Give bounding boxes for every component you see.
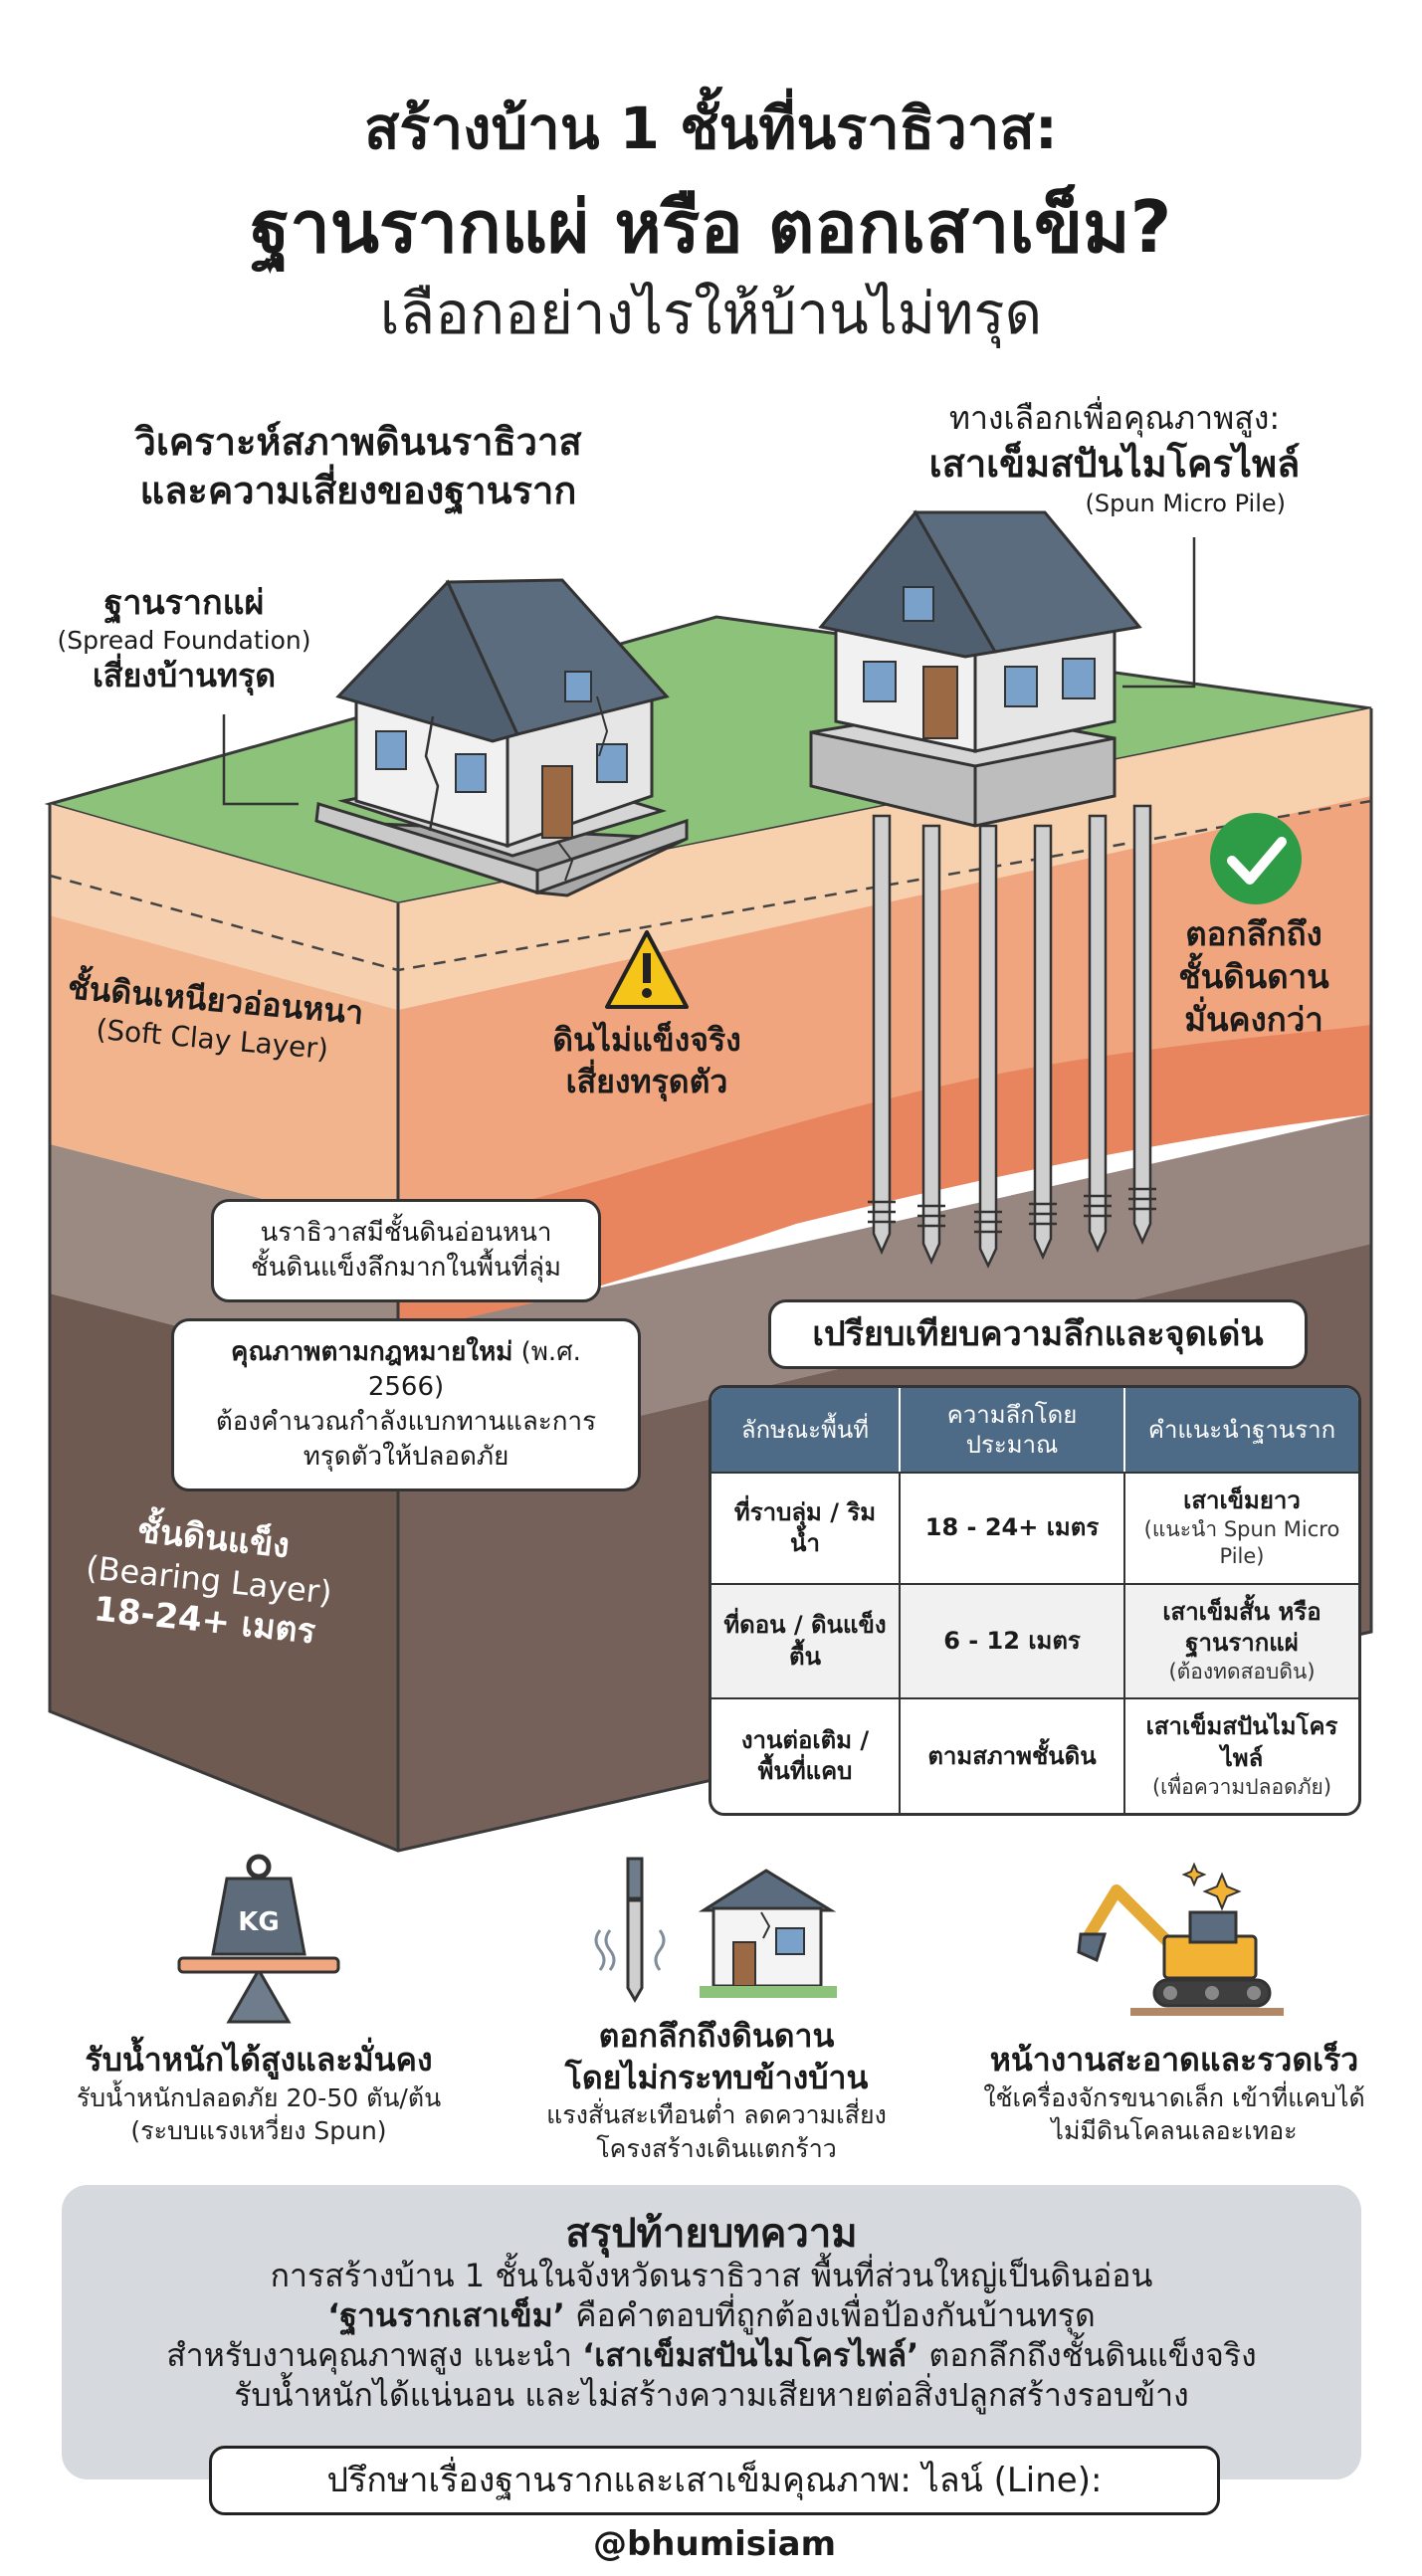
summary-line-3-pre: สำหรับงานคุณภาพสูง แนะนำ: [166, 2336, 583, 2374]
summary-line-3: สำหรับงานคุณภาพสูง แนะนำ ‘เสาเข็มสปันไมโ…: [62, 2336, 1361, 2374]
header-area: ลักษณะพื้นที่: [711, 1388, 901, 1472]
transition-front: [398, 1114, 1371, 1473]
deep-note-line-3: มั่นคงกว่า: [1184, 999, 1323, 1039]
summary-line-2: ‘ฐานรากเสาเข็ม’ คือคำตอบที่ถูกต้องเพื่อป…: [62, 2296, 1361, 2334]
feature-2-line-1: แรงสั่นสะเทือนต่ำ ลดความเสี่ยง: [546, 2100, 887, 2130]
feature-3-title: หน้างานสะอาดและรวดเร็ว: [989, 2041, 1359, 2079]
table-header-row: ลักษณะพื้นที่ ความลึกโดยประมาณ คำแนะนำฐา…: [711, 1388, 1358, 1472]
analysis-heading: วิเคราะห์สภาพดินนราธิวาส และความเสี่ยงขอ…: [80, 418, 637, 516]
feature-2-line-2: โครงสร้างเดินแตกร้าว: [596, 2133, 837, 2163]
cell-depth: ตามสภาพชั้นดิน: [901, 1697, 1125, 1814]
cell-area: ที่ดอน / ดินแข็งตื้น: [711, 1582, 901, 1698]
summary-line-2-rest: คือคำตอบที่ถูกต้องเพื่อป้องกันบ้านทรุด: [564, 2296, 1096, 2334]
option-label: ทางเลือกเพื่อคุณภาพสูง:: [948, 399, 1281, 437]
analysis-heading-line-2: และความเสี่ยงของฐานราก: [139, 469, 577, 513]
summary-pile-term: ‘เสาเข็มสปันไมโครไพล์’: [582, 2336, 919, 2374]
summary-title: สรุปท้ายบทความ: [565, 2211, 858, 2257]
warning-line-1: ดินไม่แข็งจริง: [552, 1021, 741, 1059]
soil-note-callout: นราธิวาสมีชั้นดินอ่อนหนา ชั้นดินแข็งลึกม…: [211, 1199, 601, 1303]
cell-recommendation: เสาเข็มสปันไมโครไพล์(เพื่อความปลอดภัย): [1125, 1697, 1358, 1813]
law-note-line-2: ต้องคำนวณกำลังแบกทานและการ: [215, 1407, 597, 1438]
cell-depth: 18 - 24+ เมตร: [901, 1472, 1125, 1583]
table-row: ที่ราบลุ่ม / ริมน้ำ 18 - 24+ เมตร เสาเข็…: [711, 1472, 1358, 1583]
deep-pile-note: ตอกลึกถึง ชั้นดินดาน มั่นคงกว่า: [1144, 913, 1363, 1042]
table-row: ที่ดอน / ดินแข็งตื้น 6 - 12 เมตร เสาเข็ม…: [711, 1582, 1358, 1698]
spread-foundation-risk: เสี่ยงบ้านทรุด: [92, 656, 277, 694]
title-line-1: สร้างบ้าน 1 ชั้นที่นราธิวาส:: [364, 95, 1058, 162]
rec-note: (ต้องทดสอบดิน): [1168, 1660, 1316, 1684]
cell-recommendation: เสาเข็มยาว (แนะนำ Spun Micro Pile): [1125, 1472, 1358, 1583]
house-spread-foundation: [314, 578, 689, 897]
cell-recommendation: เสาเข็มสั้น หรือฐานรากแผ่ (ต้องทดสอบดิน): [1125, 1582, 1358, 1698]
cell-area: ที่ราบลุ่ม / ริมน้ำ: [711, 1472, 901, 1583]
feature-2-title-2: โดยไม่กระทบข้างบ้าน: [564, 2058, 869, 2096]
law-note-year: (พ.ศ. 2566): [367, 1337, 581, 1403]
analysis-heading-line-1: วิเคราะห์สภาพดินนราธิวาส: [134, 420, 582, 464]
spread-foundation-en: (Spread Foundation): [57, 625, 311, 655]
deep-note-line-2: ชั้นดินดาน: [1178, 956, 1329, 996]
comparison-table-wrap: ลักษณะพื้นที่ ความลึกโดยประมาณ คำแนะนำฐา…: [709, 1385, 1361, 1817]
soil-note-line-2: ชั้นดินแข็งลึกมากในพื้นที่ลุ่ม: [250, 1253, 562, 1284]
summary-line-4: รับน้ำหนักได้แน่นอน และไม่สร้างความเสียห…: [234, 2376, 1189, 2414]
spread-foundation-label: ฐานรากแผ่ (Spread Foundation) เสี่ยงบ้าน…: [40, 582, 328, 695]
line-contact-button[interactable]: ปรึกษาเรื่องฐานรากและเสาเข็มคุณภาพ: ไลน์…: [209, 2446, 1220, 2564]
kg-label: KG: [238, 1907, 280, 1937]
pile-title: เสาเข็มสปันไมโครไพล์: [928, 441, 1301, 486]
rec-text: เสาเข็มสั้น หรือฐานรากแผ่: [1162, 1597, 1321, 1657]
line-handle[interactable]: @bhumisiam: [592, 2524, 837, 2564]
summary-panel: [62, 2185, 1361, 2479]
feature-1-line-2: (ระบบแรงเหวี่ยง Spun): [130, 2116, 387, 2146]
cell-depth: 6 - 12 เมตร: [901, 1582, 1125, 1698]
pile-option-label: ทางเลือกเพื่อคุณภาพสูง: เสาเข็มสปันไมโคร…: [876, 398, 1353, 519]
warning-line-2: เสี่ยงทรุดตัว: [565, 1062, 728, 1100]
house-on-piles: [809, 509, 1142, 828]
pile-driver-house-icon: [594, 1857, 837, 2003]
soft-clay-left-top: [50, 804, 398, 1010]
warning-label: ดินไม่แข็งจริง เสี่ยงทรุดตัว: [517, 1020, 776, 1102]
contact-label: ปรึกษาเรื่องฐานรากและเสาเข็มคุณภาพ: ไลน์…: [326, 2461, 1103, 2500]
header-recommendation: คำแนะนำฐานราก: [1125, 1388, 1358, 1472]
cell-area: งานต่อเติม / พื้นที่แคบ: [711, 1697, 901, 1814]
table-row: งานต่อเติม / พื้นที่แคบ ตามสภาพชั้นดิน เ…: [711, 1697, 1358, 1814]
header-depth: ความลึกโดยประมาณ: [901, 1388, 1125, 1472]
excavator-icon: [1077, 1862, 1284, 2016]
rec-text: เสาเข็มสปันไมโครไพล์: [1145, 1712, 1338, 1772]
scale-kg-icon: KG: [177, 1854, 340, 2024]
comparison-table: ลักษณะพื้นที่ ความลึกโดยประมาณ คำแนะนำฐา…: [711, 1388, 1358, 1814]
feature-2-title-1: ตอกลึกถึงดินดาน: [598, 2017, 835, 2055]
feature-3-line-1: ใช้เครื่องจักรขนาดเล็ก เข้าที่แคบได้: [983, 2082, 1365, 2112]
rec-note: (เพื่อความปลอดภัย): [1151, 1774, 1332, 1799]
warning-icon: [605, 930, 689, 1009]
feature-clean-fast: หน้างานสะอาดและรวดเร็ว ใช้เครื่องจักรขนา…: [955, 2040, 1393, 2148]
feature-3-line-2: ไม่มีดินโคลนเลอะเทอะ: [1051, 2116, 1298, 2146]
rec-note: (แนะนำ Spun Micro Pile): [1143, 1517, 1340, 1569]
comparison-title: เปรียบเทียบความลึกและจุดเด่น: [768, 1299, 1308, 1369]
law-note-bold: คุณภาพตามกฎหมายใหม่: [231, 1337, 513, 1367]
feature-deep-driving: ตอกลึกถึงดินดาน โดยไม่กระทบข้างบ้าน แรงส…: [498, 2016, 935, 2166]
spread-foundation-title: ฐานรากแผ่: [103, 583, 265, 623]
title-line-2: ฐานรากแผ่ หรือ ตอกเสาเข็ม?: [250, 185, 1172, 269]
law-note-callout: คุณภาพตามกฎหมายใหม่ (พ.ศ. 2566) ต้องคำนว…: [171, 1318, 641, 1492]
micro-piles: [872, 804, 1152, 1269]
pile-title-en: (Spun Micro Pile): [1085, 489, 1286, 517]
feature-load-capacity: รับน้ำหนักได้สูงและมั่นคง รับน้ำหนักปลอด…: [60, 2040, 458, 2148]
feature-1-line-1: รับน้ำหนักปลอดภัย 20-50 ตัน/ต้น: [76, 2082, 442, 2112]
rec-text: เสาเข็มยาว: [1183, 1486, 1301, 1514]
soft-clay-left-mid: [50, 915, 398, 1234]
feature-1-title: รับน้ำหนักได้สูงและมั่นคง: [85, 2041, 433, 2079]
soil-note-line-1: นราธิวาสมีชั้นดินอ่อนหนา: [260, 1218, 552, 1248]
summary-line-3-post: ตอกลึกถึงชั้นดินแข็งจริง: [918, 2336, 1257, 2374]
deep-note-line-1: ตอกลึกถึง: [1185, 914, 1322, 953]
law-note-line-3: ทรุดตัวให้ปลอดภัย: [303, 1442, 509, 1473]
title-line-3: เลือกอย่างไรให้บ้านไม่ทรุด: [379, 280, 1043, 347]
check-icon: [1210, 813, 1302, 904]
summary-foundation-term: ‘ฐานรากเสาเข็ม’: [327, 2296, 565, 2334]
summary-line-1: การสร้างบ้าน 1 ชั้นในจังหวัดนราธิวาส พื้…: [270, 2257, 1153, 2294]
